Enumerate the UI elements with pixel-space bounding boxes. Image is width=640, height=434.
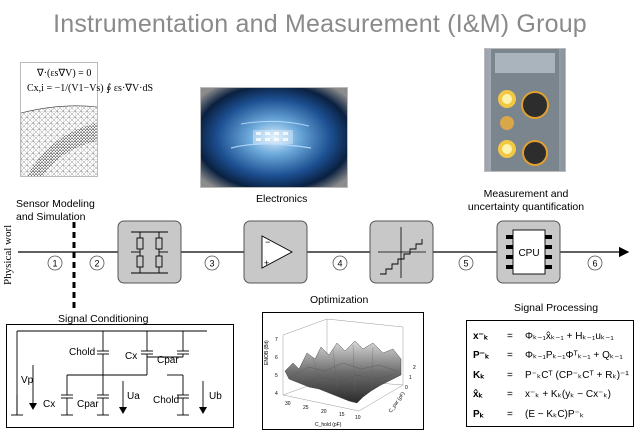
step-2: 2	[89, 255, 105, 271]
x-tick-15: 15	[339, 412, 345, 418]
label-optimization: Optimization	[310, 294, 369, 306]
label-cpar-top: Cpar	[157, 355, 179, 366]
sensor-equation-1: ∇·(εs∇V) = 0	[36, 68, 91, 79]
step-4: 4	[332, 255, 348, 271]
amplifier-block: − +	[243, 220, 308, 284]
x-tick-25: 25	[303, 405, 309, 411]
cpu-block: CPU	[496, 220, 561, 284]
y-tick-2: 2	[413, 365, 416, 371]
label-signal-conditioning: Signal Conditioning	[58, 313, 149, 325]
eq-rhs-3: P⁻ₖCᵀ (CP⁻ₖCᵀ + Rₖ)⁻¹	[525, 370, 629, 381]
instrument-photo	[484, 48, 566, 172]
x-axis-label: C_hold (pF)	[315, 422, 342, 428]
svg-text:=: =	[507, 409, 513, 420]
electronics-photo	[200, 87, 348, 188]
circuit-diagram: Vp Chold Cx Cpar Cx Cpar Ua Chold Ub	[6, 324, 234, 428]
svg-text:−: −	[265, 237, 270, 247]
y-tick-0: 0	[405, 385, 408, 391]
x-tick-10: 10	[355, 415, 361, 421]
svg-text:6: 6	[592, 259, 597, 269]
sensor-equation-2: Cx,i = −1/(V1−Vs) ∮ εs·∇V·dS	[27, 83, 153, 94]
x-tick-30: 30	[285, 401, 291, 407]
eq-lhs-1: x⁻ₖ	[473, 331, 489, 342]
eq-rhs-2: Φₖ₋₁Pₖ₋₁Φᵀₖ₋₁ + Qₖ₋₁	[525, 350, 623, 361]
cpu-label: CPU	[518, 248, 539, 259]
label-cx-top: Cx	[125, 351, 137, 362]
y-tick-1: 1	[409, 375, 412, 381]
label-chold-bottom: Chold	[153, 395, 179, 406]
z-tick-4: 4	[275, 391, 278, 397]
z-tick-6: 6	[275, 355, 278, 361]
label-cpar-bottom: Cpar	[77, 399, 99, 410]
kalman-equations: x⁻ₖ = Φₖ₋₁x̂ₖ₋₁ + Hₖ₋₁uₖ₋₁ P⁻ₖ = Φₖ₋₁Pₖ₋…	[466, 320, 634, 427]
y-axis-label: C_par (pF)	[388, 391, 407, 415]
svg-text:=: =	[507, 331, 513, 342]
label-signal-processing: Signal Processing	[514, 302, 599, 314]
svg-text:2: 2	[94, 259, 99, 269]
svg-text:5: 5	[463, 259, 468, 269]
eq-rhs-4: x⁻ₖ + Kₖ(yₖ − Cx⁻ₖ)	[525, 389, 611, 400]
svg-text:=: =	[507, 389, 513, 400]
step-3: 3	[204, 255, 220, 271]
svg-text:+: +	[264, 258, 269, 268]
svg-text:=: =	[507, 350, 513, 361]
svg-text:3: 3	[209, 259, 214, 269]
quantizer-block	[369, 220, 434, 284]
page-title: Instrumentation and Measurement (I&M) Gr…	[53, 10, 587, 38]
label-ua: Ua	[127, 391, 140, 402]
eq-lhs-3: Kₖ	[473, 370, 485, 381]
eq-lhs-5: Pₖ	[473, 409, 485, 420]
label-chold-top: Chold	[69, 347, 95, 358]
eq-rhs-1: Φₖ₋₁x̂ₖ₋₁ + Hₖ₋₁uₖ₋₁	[525, 330, 614, 342]
eq-rhs-5: (E − KₖC)P⁻ₖ	[525, 409, 584, 420]
z-axis-label: ENOB (Bit)	[264, 340, 270, 365]
svg-text:=: =	[507, 370, 513, 381]
signal-chain: 1 2 3 4 5 6	[18, 220, 630, 308]
step-1: 1	[47, 255, 63, 271]
label-measurement: Measurement and uncertainty quantificati…	[467, 188, 585, 213]
eq-lhs-2: P⁻ₖ	[473, 350, 490, 361]
z-tick-5: 5	[275, 373, 278, 379]
step-5: 5	[458, 255, 474, 271]
label-cx-bottom: Cx	[43, 399, 55, 410]
label-vp: Vp	[21, 375, 34, 386]
z-tick-7: 7	[275, 337, 278, 343]
step-6: 6	[587, 255, 603, 271]
x-tick-20: 20	[321, 409, 327, 415]
label-electronics: Electronics	[256, 193, 308, 205]
eq-lhs-4: x̂ₖ	[473, 389, 484, 400]
svg-text:4: 4	[337, 259, 342, 269]
surface-plot: 4 5 6 7 30 25 20 15 10 0 1 2 ENOB (Bit) …	[262, 312, 424, 430]
label-sensor-modeling: Sensor Modeling and Simulation	[16, 198, 95, 223]
label-ub: Ub	[209, 391, 222, 402]
bridge-block	[117, 220, 182, 284]
svg-text:1: 1	[52, 259, 57, 269]
sensor-model-image: ∇·(εs∇V) = 0 Cx,i = −1/(V1−Vs) ∮ εs·∇V·d…	[20, 62, 153, 177]
